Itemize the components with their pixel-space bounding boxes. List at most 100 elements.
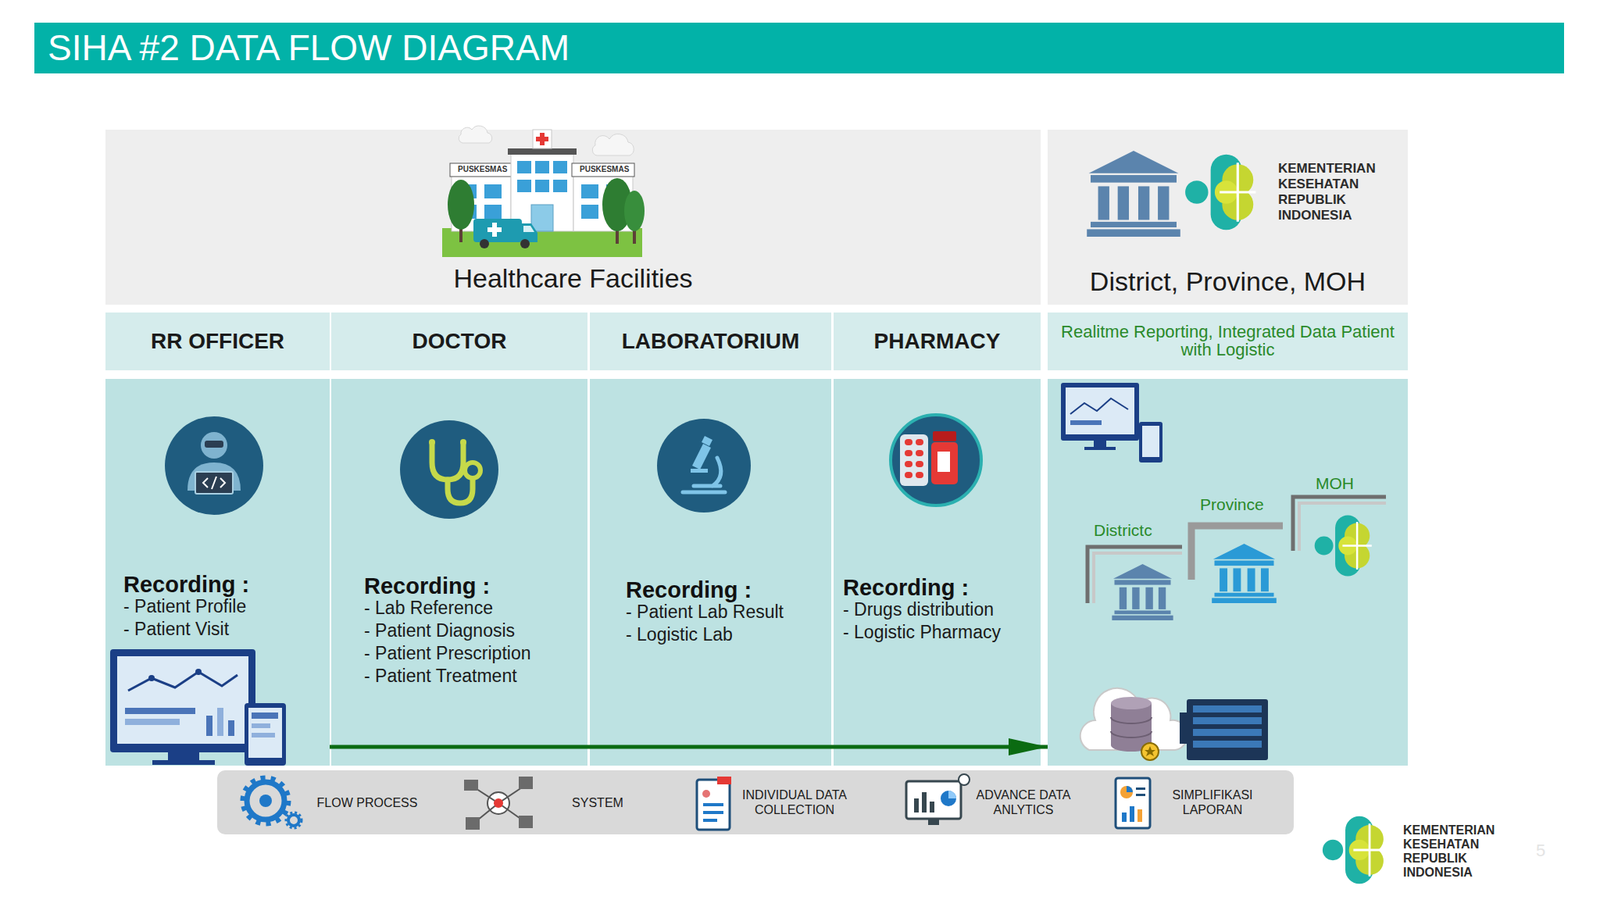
node-text: Healthcare Facilities	[105, 262, 1041, 295]
node-text: Recording :	[625, 576, 829, 604]
column-header: PHARMACY	[833, 312, 1041, 371]
report-icon	[1129, 806, 1135, 822]
pharmacy-icon	[932, 431, 957, 442]
node-text: ADVANCE DATA ANLYTICS	[967, 787, 1081, 818]
pharmacy-icon	[904, 460, 913, 468]
node-text: Realitme Reporting, Integrated Data Pati…	[1059, 322, 1397, 359]
hierarchy-bracket	[1191, 525, 1283, 580]
doctor-icon	[432, 443, 464, 480]
node-text: Recording :	[842, 574, 1038, 602]
hospital-illustration	[458, 125, 492, 143]
analytics-icon	[928, 818, 940, 825]
hospital-illustration	[523, 225, 535, 233]
monitor-illustration	[1142, 425, 1160, 458]
computer-illustration	[110, 649, 256, 753]
node-text: - Drugs distribution	[842, 599, 1038, 622]
hospital-illustration	[459, 221, 463, 243]
hospital-illustration	[602, 178, 633, 232]
hospital-illustration	[510, 153, 574, 232]
database-illustration	[1080, 688, 1189, 750]
doctor-icon	[428, 439, 436, 446]
rr-officer-icon	[195, 471, 233, 494]
pharmacy-icon	[904, 450, 913, 457]
laboratory-icon	[657, 418, 751, 513]
flow-process-icon	[259, 794, 272, 808]
system-icon	[493, 798, 504, 808]
node-text: - Lab Reference	[364, 597, 585, 620]
data-collection-icon	[696, 776, 732, 830]
node-text: RR OFFICER	[105, 328, 330, 355]
government-building	[1111, 514, 1372, 621]
node-text: - Logistic Pharmacy	[842, 621, 1038, 644]
hospital-illustration	[521, 223, 538, 243]
hospital-illustration	[606, 204, 624, 219]
flow-process-icon	[242, 778, 289, 824]
rr-officer-icon	[203, 476, 225, 490]
hierarchy-bracket	[1087, 546, 1183, 604]
system-icon	[518, 815, 533, 829]
hierarchy-bracket	[1087, 496, 1386, 604]
database-illustration	[1192, 740, 1262, 748]
column-body: Recording :- Patient Lab Result- Logisti…	[589, 378, 832, 766]
report-icon	[1115, 778, 1150, 829]
hospital-illustration	[442, 228, 643, 258]
authority-panel: KEMENTERIAN KESEHATAN REPUBLIK INDONESIA…	[1047, 129, 1408, 305]
database-illustration	[1186, 699, 1268, 761]
computer-illustration	[251, 732, 275, 738]
column-body: Recording :- Patient Profile- Patient Vi…	[105, 378, 330, 766]
computer-illustration	[251, 712, 279, 719]
hospital-illustration	[487, 227, 502, 233]
monitor-illustration	[1065, 387, 1135, 435]
government-building	[1111, 564, 1173, 621]
pharmacy-icon	[937, 451, 950, 472]
ministry-logo	[1322, 816, 1386, 884]
data-collection-icon	[703, 803, 724, 807]
column-header: DOCTOR	[331, 312, 588, 371]
column-body: DistrictcProvinceMOH	[1047, 378, 1408, 766]
rr-officer-icon	[204, 440, 224, 448]
database-illustration	[1179, 712, 1188, 744]
pharmacy-icon	[904, 439, 913, 446]
report-icon	[1137, 809, 1143, 822]
hospital-illustration	[484, 184, 502, 199]
monitor-illustration	[1070, 420, 1102, 425]
computer-illustration	[217, 707, 224, 736]
ministry-emblem	[1185, 154, 1256, 231]
hospital-illustration	[553, 160, 568, 174]
analytics-icon	[929, 801, 935, 813]
database-illustration	[1080, 688, 1268, 761]
laboratory-icon	[682, 457, 725, 493]
analytics-icon	[906, 774, 970, 825]
hospital-illustration	[553, 179, 568, 193]
hospital-illustration	[535, 160, 550, 174]
analytics-icon	[948, 790, 957, 799]
hospital-illustration	[632, 225, 636, 244]
hospital-illustration	[539, 132, 545, 146]
pharmacy-icon	[931, 442, 958, 485]
flow-process-icon	[242, 778, 302, 829]
hospital-illustration	[473, 218, 522, 243]
report-icon	[1135, 793, 1146, 797]
ministry-emblem	[1086, 150, 1256, 237]
logo-text: KEMENTERIAN KESEHATAN REPUBLIK INDONESIA	[1403, 823, 1495, 880]
hierarchy-bracket	[1299, 503, 1386, 551]
pharmacy-icon	[900, 434, 929, 486]
title-band: SIHA #2 DATA FLOW DIAGRAM	[34, 22, 1565, 74]
laboratory-icon	[692, 443, 711, 470]
page-number: 5	[1535, 840, 1546, 861]
hospital-illustration	[442, 125, 645, 258]
hospital-illustration	[615, 221, 619, 244]
doctor-icon	[400, 420, 499, 519]
hospital-illustration	[581, 184, 599, 199]
hospital-illustration	[459, 184, 477, 199]
hospital-illustration	[479, 239, 490, 249]
database-illustration	[1110, 703, 1152, 746]
laboratory-icon	[690, 468, 708, 473]
node-text: Province	[1200, 494, 1265, 515]
hospital-illustration	[450, 163, 513, 177]
data-collection-icon	[696, 779, 730, 830]
laboratory-icon	[701, 435, 713, 447]
analytics-icon	[958, 774, 970, 786]
computer-illustration	[248, 707, 283, 758]
database-illustration	[1144, 746, 1156, 757]
